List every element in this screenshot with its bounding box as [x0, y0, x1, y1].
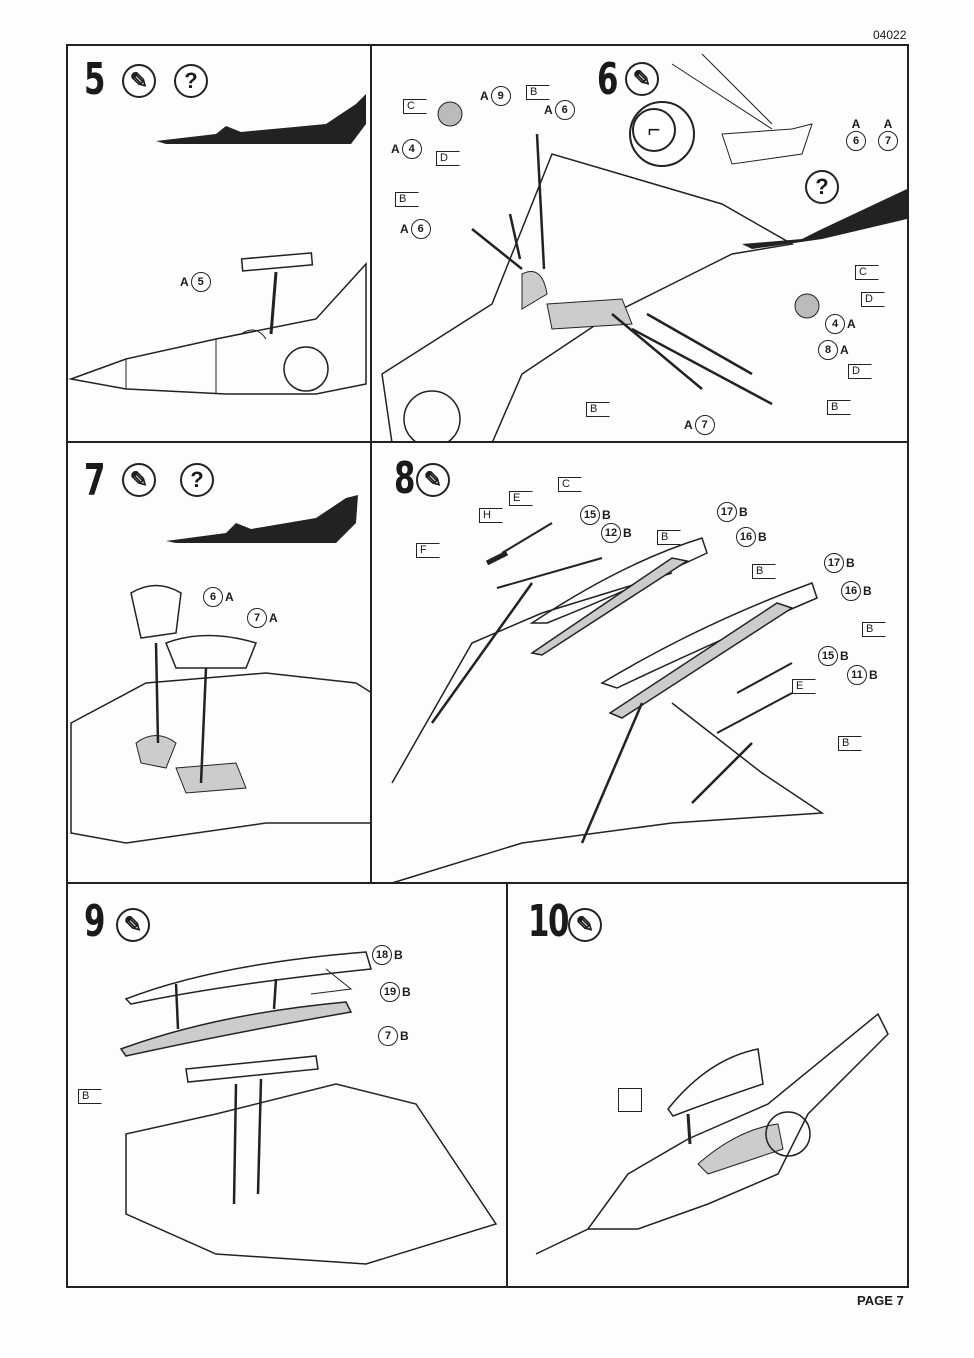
- glue-tube-icon: ✎: [116, 908, 150, 942]
- step-6-drawing: [381, 53, 907, 443]
- step-number: 6: [597, 54, 618, 105]
- step-number: 8: [394, 453, 415, 504]
- question-icon: ?: [174, 64, 208, 98]
- decal-flag: C: [403, 99, 427, 114]
- decal-flag: B: [526, 85, 550, 100]
- glue-tube-icon: ✎: [122, 463, 156, 497]
- step-10-drawing: [535, 1012, 889, 1255]
- step-7-drawing: [70, 495, 372, 844]
- decal-flag: E: [792, 679, 816, 694]
- glue-tube-icon: ✎: [568, 908, 602, 942]
- step-number: 9: [84, 896, 105, 947]
- paint-color-box: [618, 1088, 642, 1112]
- page-number: PAGE 7: [857, 1293, 904, 1308]
- glue-tube-icon: ✎: [122, 64, 156, 98]
- step-8-drawing: [391, 522, 825, 884]
- step-9-drawing: [119, 951, 498, 1265]
- step-5-drawing: [68, 94, 367, 395]
- kit-code: 04022: [873, 28, 907, 42]
- step-10-panel: 10 ✎: [508, 884, 909, 1288]
- glue-tube-icon: ✎: [416, 463, 450, 497]
- question-icon: ?: [805, 170, 839, 204]
- step-number: 7: [84, 455, 105, 506]
- decal-flag: E: [509, 491, 533, 506]
- step-number: 5: [84, 54, 105, 105]
- steps-frame: [66, 44, 909, 1288]
- knife-icon: ⌐: [632, 108, 676, 152]
- question-icon: ?: [180, 463, 214, 497]
- step-number: 10: [528, 896, 569, 947]
- glue-tube-icon: ✎: [625, 62, 659, 96]
- decal-flag: D: [436, 151, 460, 166]
